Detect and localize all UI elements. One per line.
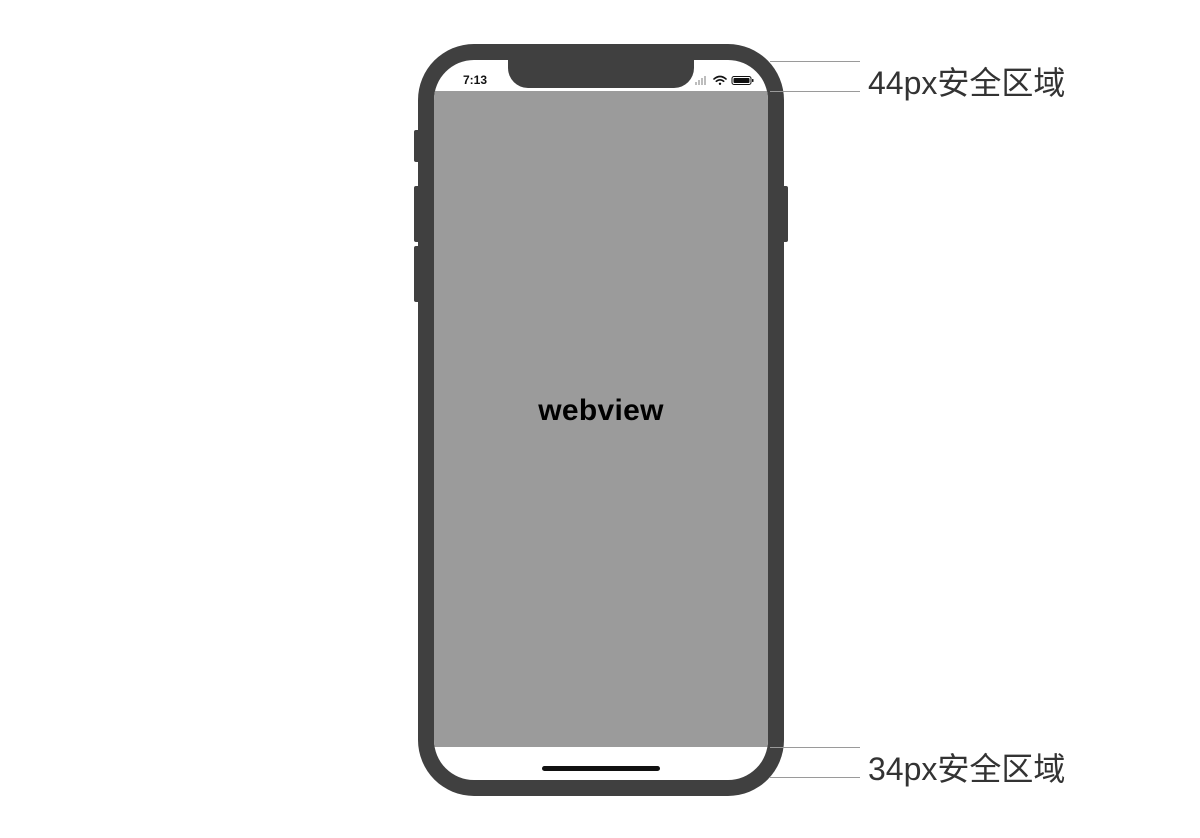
status-icons <box>695 75 754 85</box>
top-safe-area-label: 44px安全区域 <box>868 65 1066 101</box>
phone-screen: webview <box>434 60 768 780</box>
volume-down-button <box>414 246 420 302</box>
webview-label: webview <box>538 394 664 427</box>
top-safe-area-guide-line <box>770 91 860 92</box>
signal-icon <box>695 76 706 85</box>
bottom-safe-area-guide-line <box>770 777 860 778</box>
notch <box>508 58 694 88</box>
mute-switch <box>414 130 420 162</box>
home-indicator <box>542 766 660 771</box>
top-safe-area-guide-line <box>770 61 860 62</box>
bottom-safe-area-label: 34px安全区域 <box>868 751 1066 787</box>
webview-area: webview <box>434 91 768 747</box>
wifi-icon <box>713 75 727 85</box>
bottom-safe-area-guide-line <box>770 747 860 748</box>
status-time: 7:13 <box>463 73 488 87</box>
volume-up-button <box>414 186 420 242</box>
battery-icon <box>731 76 754 85</box>
power-button <box>782 186 788 242</box>
